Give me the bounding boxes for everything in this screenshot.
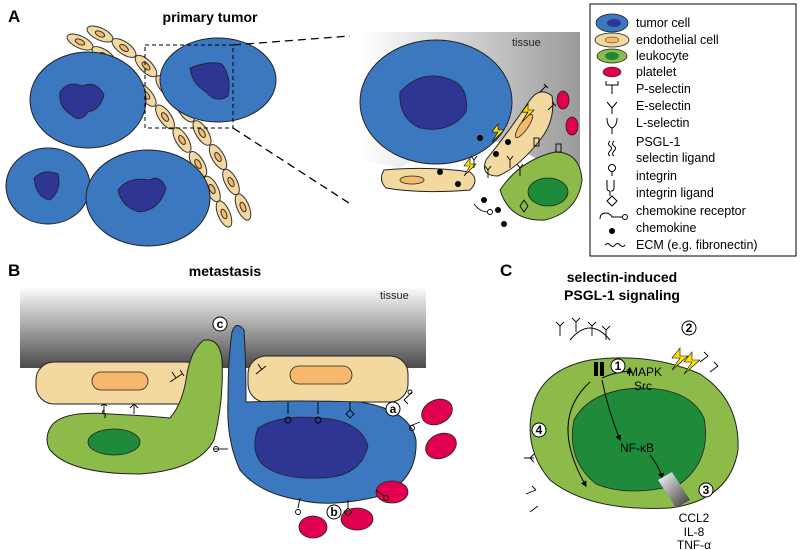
legend-label-9: integrin (636, 169, 677, 183)
label-b-circle: b (326, 504, 342, 520)
tumor-cell-a1 (29, 51, 147, 149)
signal-lightning-c-2 (683, 351, 701, 375)
legend-label-8: selectin ligand (636, 151, 715, 165)
psgl1-icon (608, 140, 616, 157)
ecm-icon (604, 243, 626, 247)
endothelial-cell-zoom-1 (380, 167, 476, 193)
step-3-circle: 3 (698, 482, 714, 498)
panel-c-letter: C (500, 261, 512, 280)
platelet-b5 (375, 480, 409, 504)
panel-a-tissue-label: tissue (512, 37, 541, 49)
platelet-b3 (298, 515, 328, 539)
legend: tumor cell endothelial cell leukocyte pl… (589, 3, 797, 257)
output-il8: IL-8 (684, 525, 705, 539)
legend-label-6: L-selectin (636, 116, 690, 130)
svg-text:b: b (330, 505, 337, 519)
panel-b-letter: B (8, 261, 20, 280)
zoom-inset: tissue (359, 32, 583, 227)
legend-label-4: P-selectin (636, 82, 691, 96)
legend-label-2: leukocyte (636, 49, 689, 63)
nfkb-label: NF-κB (620, 441, 654, 455)
output-ccl2: CCL2 (679, 511, 710, 525)
zoom-box (144, 44, 234, 129)
endothelial-cell-icon (594, 32, 630, 48)
l-selectin-icon (606, 117, 618, 134)
svg-text:c: c (217, 317, 224, 331)
src-label: Src (634, 379, 652, 393)
legend-label-10: integrin ligand (636, 186, 714, 200)
panel-b-title: metastasis (189, 263, 262, 279)
psgl1-c-1 (594, 362, 598, 376)
tumor-cell-a4 (85, 149, 211, 247)
legend-label-1: endothelial cell (636, 33, 719, 47)
signal-lightning-c-1 (671, 347, 689, 371)
chemokine-receptor-icon (599, 212, 628, 220)
leukocyte-icon (596, 48, 628, 64)
integrin-ligand-icon (606, 195, 618, 207)
output-tnfa: TNF-α (677, 538, 711, 550)
svg-text:2: 2 (686, 321, 693, 335)
step-1-circle: 1 (610, 358, 626, 374)
receptors-zoom (470, 83, 562, 215)
panel-c-title-line2: PSGL-1 signaling (564, 287, 680, 303)
step-4-circle: 4 (531, 422, 547, 438)
p-selectin-icon (605, 81, 619, 94)
receptors-b (100, 363, 421, 517)
panel-a-letter: A (8, 7, 20, 26)
platelet-b4 (340, 507, 374, 531)
secretion-arrow (658, 472, 690, 508)
tumor-nucleus-zoom (399, 75, 467, 130)
legend-label-0: tumor cell (636, 16, 690, 30)
legend-labels: tumor cell endothelial cell leukocyte pl… (636, 16, 758, 252)
legend-label-12: chemokine (636, 221, 696, 235)
legend-label-7: PSGL-1 (636, 135, 681, 149)
legend-box (589, 3, 797, 257)
selectins-c (524, 317, 719, 513)
arrow-to-nfkb (601, 379, 622, 442)
e-selectin-icon (606, 101, 618, 114)
endothelial-cell-b2 (247, 355, 409, 403)
signal-lightning-zoom-3 (491, 123, 505, 143)
svg-text:3: 3 (703, 483, 710, 497)
panel-b: B metastasis tissue (8, 261, 457, 539)
arrow-step4 (567, 381, 591, 488)
svg-text:4: 4 (536, 423, 543, 437)
signal-lightning-zoom-2 (463, 157, 477, 177)
label-c-circle: c (212, 316, 228, 332)
leukocyte-c-nucleus (571, 387, 706, 492)
tumor-cell-a2 (159, 37, 277, 123)
integrin-icon (606, 180, 615, 196)
panel-c: C selectin-induced PSGL-1 signaling (500, 261, 739, 550)
legend-label-11: chemokine receptor (636, 204, 746, 218)
mapk-label: MAPK (628, 365, 662, 379)
chemokine-dots-zoom (437, 135, 511, 227)
platelet-b2 (425, 432, 457, 460)
label-a-circle: a (385, 401, 401, 417)
zoom-line-top (232, 35, 351, 46)
platelet-zoom-1 (556, 90, 570, 110)
platelet-b1 (421, 398, 453, 426)
panel-a: A primary tumor (5, 7, 583, 247)
svg-text:a: a (390, 402, 397, 416)
legend-label-3: platelet (636, 65, 677, 79)
arrow-from-nfkb (649, 454, 664, 480)
svg-text:1: 1 (615, 359, 622, 373)
chemokine-icon (609, 228, 615, 234)
step-2-circle: 2 (681, 320, 697, 336)
tumor-cell-icon (595, 13, 629, 33)
psgl1-c-2 (600, 362, 604, 376)
legend-label-13: ECM (e.g. fibronectin) (636, 238, 758, 252)
endothelial-cell-b1 (35, 361, 205, 405)
panel-c-title-line1: selectin-induced (567, 269, 677, 285)
panel-b-tissue-label: tissue (380, 290, 409, 302)
zoom-line-bottom (232, 127, 353, 206)
selectin-ligand-icon (608, 164, 616, 176)
panel-a-title: primary tumor (163, 9, 258, 25)
tumor-cell-a3 (5, 147, 91, 225)
legend-label-5: E-selectin (636, 99, 691, 113)
platelet-zoom-2 (565, 116, 579, 136)
platelet-icon (602, 66, 622, 78)
